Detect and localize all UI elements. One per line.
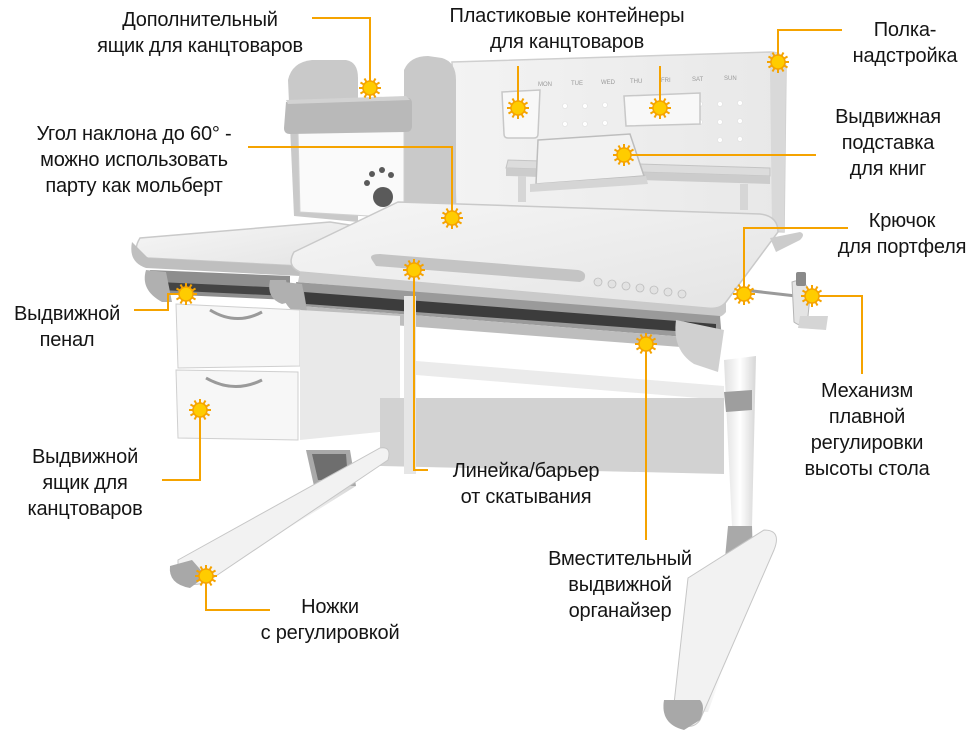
- marker-sun-icon: [767, 51, 789, 73]
- marker-sun-icon: [613, 144, 635, 166]
- calendar-day: SAT: [692, 77, 704, 83]
- bag-hook: [770, 232, 803, 252]
- drawer-pedestal: [175, 303, 400, 441]
- marker-sun-icon: [441, 207, 463, 229]
- calendar-day: THU: [630, 79, 642, 85]
- callout-lines: [134, 17, 863, 611]
- calendar-day: FRI: [661, 78, 671, 84]
- marker-sun-icon: [733, 283, 755, 305]
- marker-sun-icon: [403, 259, 425, 281]
- ruler-barrier: [371, 254, 586, 282]
- calendar-day: MON: [538, 82, 552, 88]
- marker-sun-icon: [189, 399, 211, 421]
- left-leg: [169, 447, 390, 588]
- desk-top-tilting: [290, 201, 779, 319]
- book-stand: [530, 133, 648, 192]
- marker-sun-icon: [195, 565, 217, 587]
- marker-sun-icon: [649, 97, 671, 119]
- extra-drawer-hutch: [284, 56, 456, 222]
- marker-sun-icon: [507, 97, 529, 119]
- marker-sun-icon: [359, 77, 381, 99]
- marker-sun-icon: [801, 285, 823, 307]
- calendar-strip: MON TUE WED THU FRI SAT SUN: [538, 76, 737, 88]
- label-shelf: Полка-надстройка: [852, 19, 958, 67]
- marker-sun-icon: [635, 333, 657, 355]
- calendar-day: WED: [601, 80, 616, 86]
- marker-sun-icon: [175, 283, 197, 305]
- right-leg: [663, 356, 777, 730]
- calendar-day: SUN: [724, 76, 737, 82]
- paw-print-icon: [364, 167, 394, 207]
- control-panel: [593, 277, 687, 299]
- calendar-day: TUE: [571, 81, 583, 87]
